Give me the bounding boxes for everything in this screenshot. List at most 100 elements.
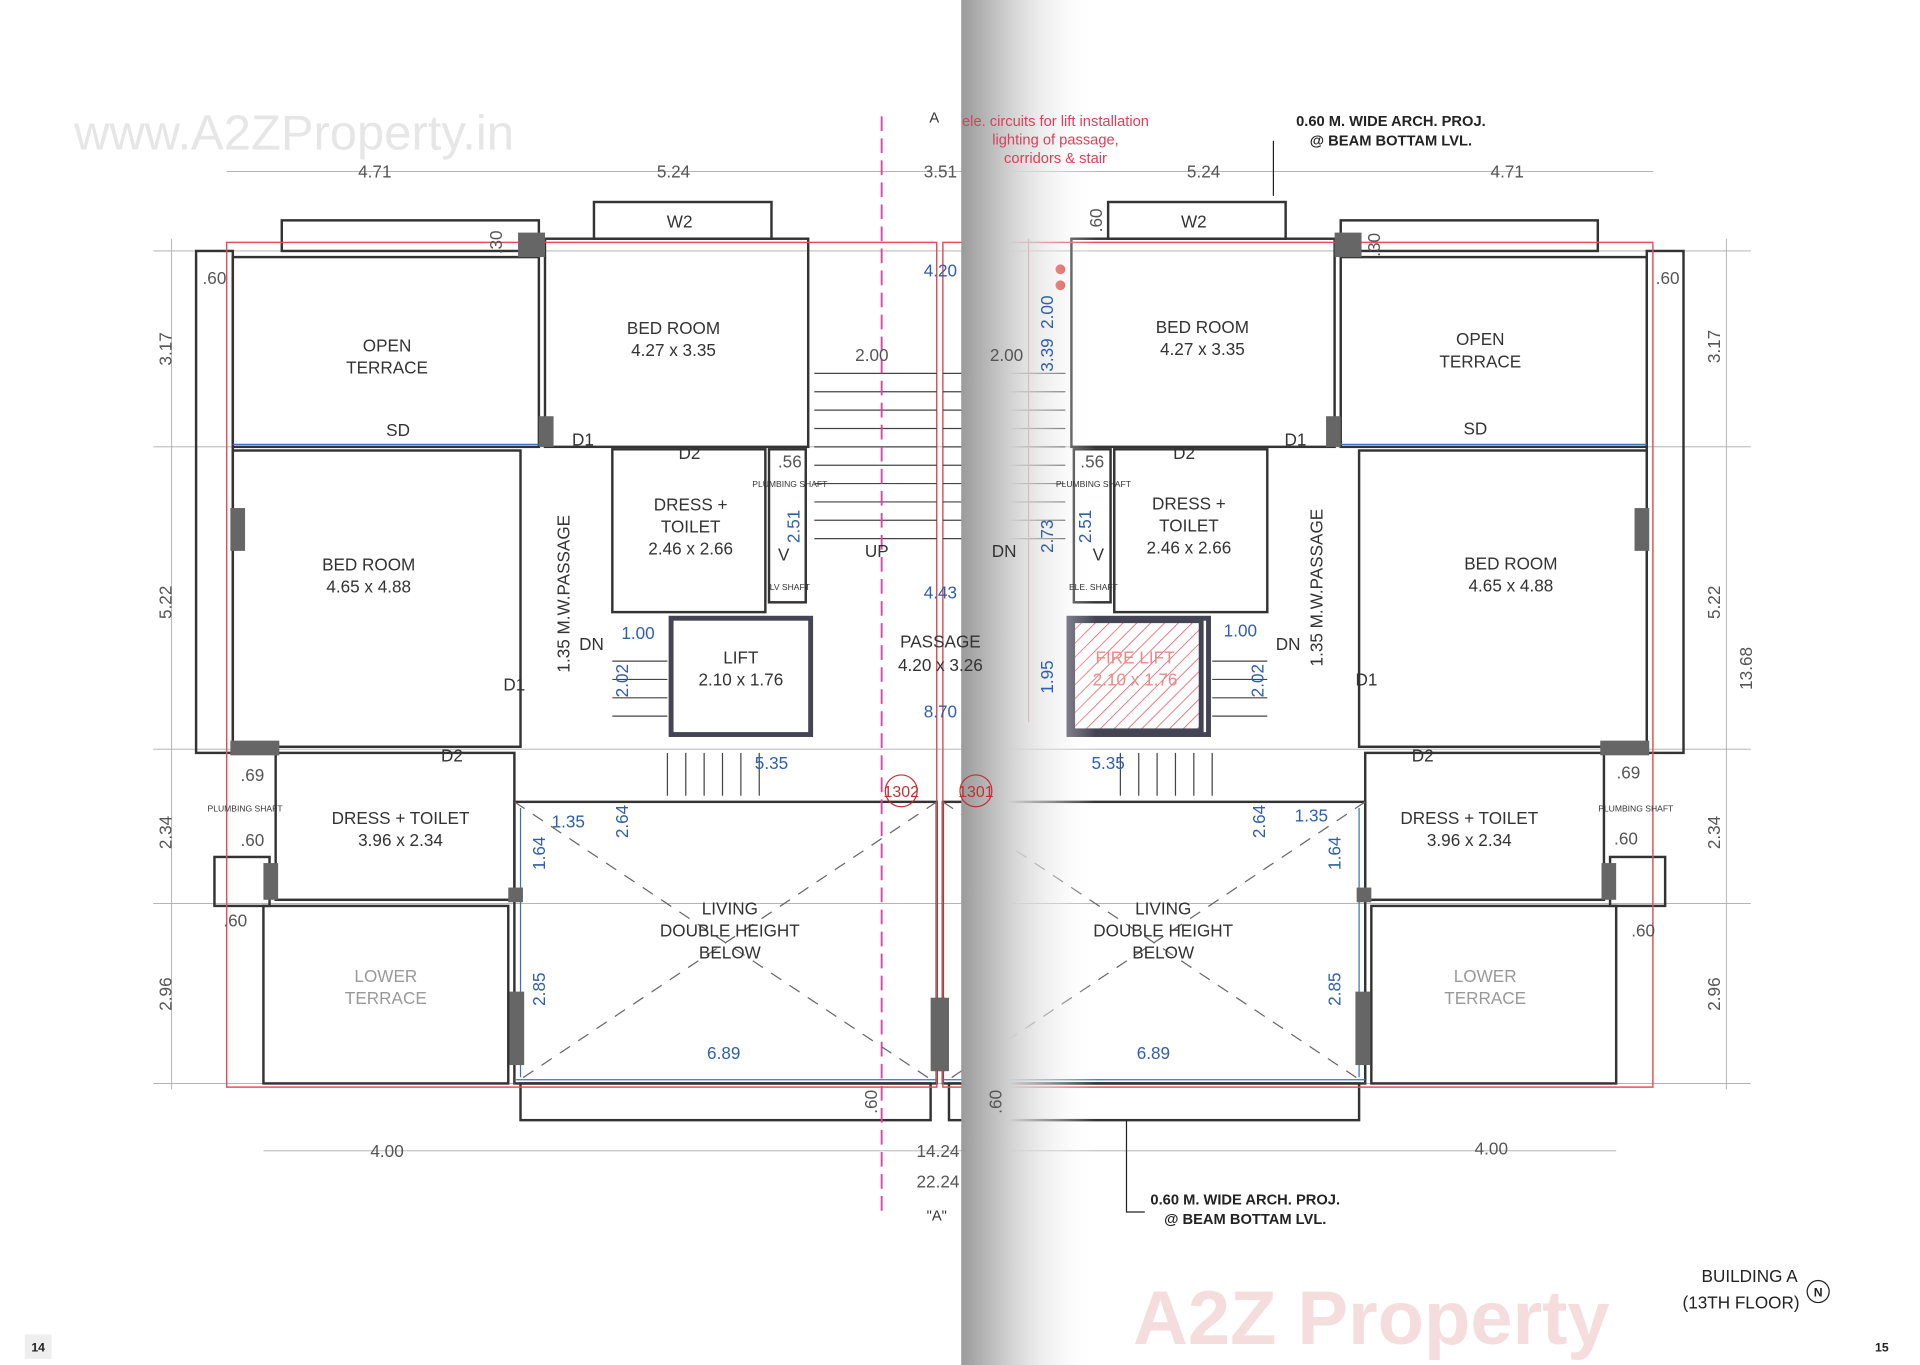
section-marker: A [929,110,939,126]
room-label: TERRACE [1439,351,1521,371]
door-label: D1 [503,674,525,694]
dim-label: 2.51 [784,510,804,543]
dim-label: 2.00 [990,345,1023,365]
stair-label: UP [865,541,889,561]
page-fold [961,0,1096,1365]
vent-label: V [778,545,790,565]
dim-label: 2.02 [1248,664,1268,697]
room-label: BED ROOM [322,554,415,574]
room-label: LIVING [1135,898,1191,918]
unit-number-badge [884,774,918,808]
door-label: D2 [678,443,700,463]
stair-label: DN [1276,634,1301,654]
north-label: N [1814,1285,1823,1299]
door-label: D1 [1284,430,1306,450]
dim-label: 4.43 [924,583,957,603]
dim-label: .60 [861,1090,881,1114]
dim-label: .60 [1656,268,1680,288]
door-label: D2 [441,745,463,765]
room-dims: 2.46 x 2.66 [648,539,733,559]
dim-label: 4.20 [924,261,957,281]
door-label: SD [1463,419,1487,439]
dim-label: 2.00 [855,345,888,365]
page-number-right: 15 [1875,1341,1889,1355]
room-label: FIRE LIFT [1096,648,1176,668]
shaft-label: LV SHAFT [770,582,811,592]
dim-label: 2.96 [1704,977,1724,1010]
page-number-bg [24,1334,52,1359]
dim-label: 5.22 [1704,586,1724,619]
room-label: LOWER [354,966,417,986]
room-label: BED ROOM [627,318,720,338]
room-label: OPEN [363,335,412,355]
dim-label: 3.17 [1704,330,1724,363]
room-dims: 4.65 x 4.88 [1469,575,1554,595]
dim-label: .60 [1086,208,1106,232]
room-dims: 4.27 x 3.35 [631,340,716,360]
dim-label: 2.96 [156,977,176,1010]
room-label: DOUBLE HEIGHT [660,921,800,941]
left-unit-walls [194,200,946,1122]
room-dims: 2.46 x 2.66 [1147,537,1232,557]
note-text: lighting of passage, [992,132,1119,148]
unit-number: 1302 [884,784,920,801]
dim-label: 6.89 [707,1043,740,1063]
dim-label: .30 [1364,233,1384,257]
arch-leader-bottom [1125,1120,1145,1213]
dim-label: 8.70 [924,701,957,721]
window-label: W2 [1181,212,1207,232]
dim-label: .56 [778,452,802,472]
notes: ele. circuits for lift installation ligh… [962,114,1486,1228]
room-label: OPEN [1456,329,1505,349]
passage-dims: 4.20 x 3.26 [898,655,983,675]
shaft-label: PLUMBING SHAFT [752,479,828,489]
passage-label: PASSAGE [900,632,981,652]
north-arrow-icon [1806,1279,1830,1304]
dim-label: 2.85 [529,972,549,1005]
dim-label: 22.24 [917,1171,960,1191]
page-number-left: 14 [31,1341,45,1355]
watermark-logo: A2Z Property [1133,1276,1610,1361]
room-label: TERRACE [345,988,427,1008]
door-label: SD [386,420,410,440]
room-label: LOWER [1454,966,1517,986]
left-unit-labels: OPEN TERRACE BED ROOM 4.27 x 3.35 BED RO… [156,162,957,1161]
dim-label: 1.00 [1224,621,1257,641]
note-text: corridors & stair [1004,151,1107,167]
dim-label: 1.64 [1325,836,1345,870]
dim-label: 2.34 [1704,815,1724,849]
dim-label: 4.00 [1475,1138,1508,1158]
room-dims: 2.10 x 1.76 [1093,670,1178,690]
dim-label: .30 [486,230,506,254]
passage-label: 1.35 M.W.PASSAGE [553,515,573,673]
note-text: @ BEAM BOTTAM LVL. [1164,1212,1326,1228]
section-marker: "A" [927,1209,947,1225]
dim-label: 2.64 [612,804,632,838]
shaft-label: PLUMBING SHAFT [208,804,284,814]
dim-label: 3.17 [156,332,176,365]
dim-label: 5.35 [1091,753,1124,773]
dim-label: .60 [203,268,227,288]
room-label: TERRACE [346,357,428,377]
room-dims: 2.10 x 1.76 [698,670,783,690]
room-label: DRESS + [654,494,728,514]
shaft-label: PLUMBING SHAFT [1598,804,1674,814]
dim-label: .60 [986,1090,1006,1114]
room-label: TOILET [1159,515,1219,535]
room-label: BED ROOM [1464,553,1557,573]
shaft-label: PLUMBING SHAFT [1056,479,1132,489]
dim-label: 1.95 [1037,660,1057,693]
door-label: D1 [1355,670,1377,690]
room-dims: 4.27 x 3.35 [1160,339,1245,359]
core-labels: PASSAGE 4.20 x 3.26 4.20 4.43 8.70 14.24… [898,110,983,1224]
dim-label: 2.64 [1249,804,1269,838]
watermark-url: www.A2ZProperty.in [73,106,514,160]
stair-label: DN [579,634,604,654]
dim-label: 2.85 [1325,972,1345,1005]
dim-label: .69 [1617,763,1641,783]
dim-label: 5.24 [1187,162,1221,182]
dim-label: 6.89 [1137,1043,1170,1063]
room-dims: 3.96 x 2.34 [1427,830,1512,850]
dim-label: .60 [223,911,247,931]
